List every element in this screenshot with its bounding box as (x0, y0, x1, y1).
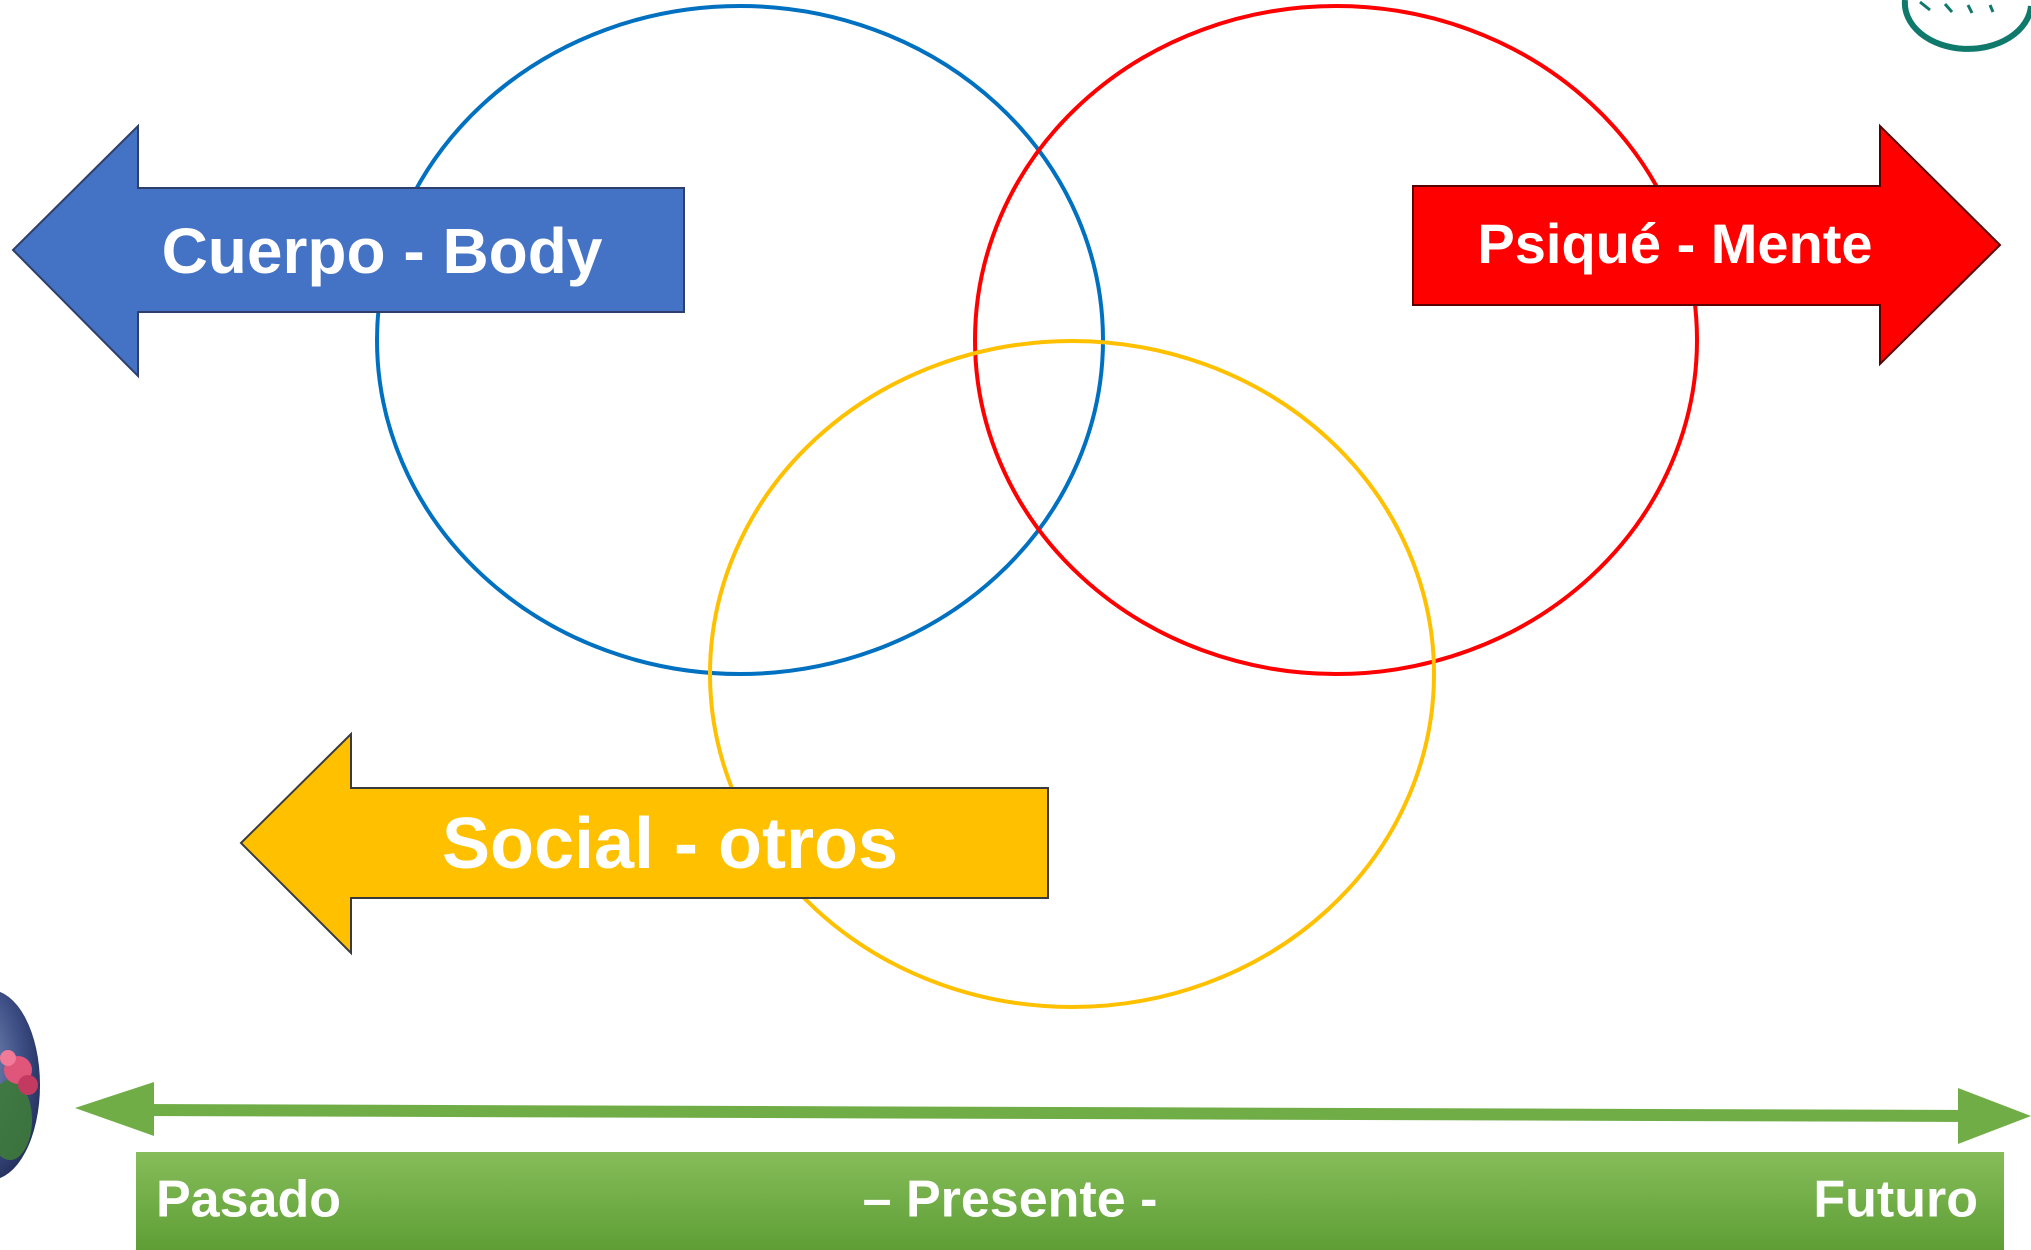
left-illustration (0, 991, 40, 1179)
social-arrow: Social - otros (239, 731, 1049, 956)
present-label: – Presente - (863, 1171, 1158, 1229)
future-label: Futuro (1813, 1171, 1978, 1229)
social-arrow-label: Social - otros (442, 804, 898, 884)
body-arrow: Cuerpo - Body (11, 123, 685, 379)
past-label: Pasado (156, 1171, 341, 1229)
timeline-bar: Pasado – Presente - Futuro (136, 1152, 2004, 1250)
body-circle (375, 4, 1105, 676)
logo-fragment (1901, 0, 2031, 52)
mind-arrow: Psiqué - Mente (1412, 123, 2002, 367)
mind-arrow-label: Psiqué - Mente (1477, 212, 1872, 275)
body-arrow-label: Cuerpo - Body (162, 215, 603, 287)
timeline-arrow (75, 1082, 2031, 1144)
social-circle (708, 339, 1436, 1009)
mind-circle (973, 4, 1699, 676)
